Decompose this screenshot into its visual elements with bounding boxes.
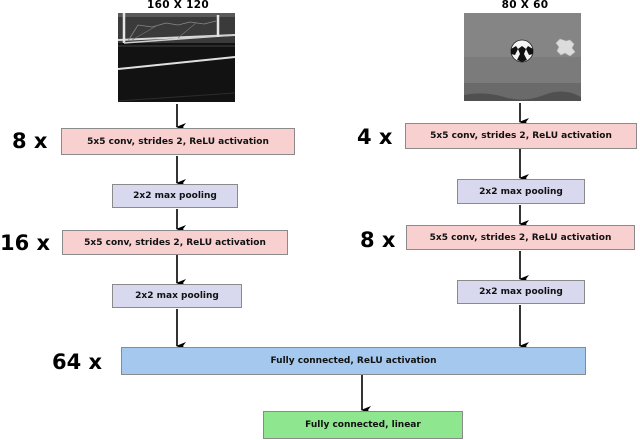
- left-input-image: [118, 13, 235, 102]
- left-input-title: 160 X 120: [147, 0, 209, 11]
- right-input-image: [464, 13, 581, 101]
- left-conv2-block: 5x5 conv, strides 2, ReLU activation: [62, 230, 288, 255]
- fc-linear-block: Fully connected, linear: [263, 411, 463, 439]
- left-conv1-block: 5x5 conv, strides 2, ReLU activation: [61, 128, 295, 155]
- right-conv1-block: 5x5 conv, strides 2, ReLU activation: [405, 123, 637, 149]
- right-input-title: 80 X 60: [501, 0, 549, 11]
- right-conv2-multiplier: 8 x: [360, 228, 396, 252]
- left-pool2-block: 2x2 max pooling: [112, 284, 242, 308]
- left-conv2-multiplier: 16 x: [0, 231, 51, 255]
- right-pool2-block: 2x2 max pooling: [457, 280, 585, 304]
- fc-relu-block: Fully connected, ReLU activation: [121, 347, 586, 375]
- left-pool1-block: 2x2 max pooling: [112, 184, 238, 208]
- fc-multiplier: 64 x: [52, 350, 103, 374]
- left-conv1-multiplier: 8 x: [12, 129, 48, 153]
- right-conv1-multiplier: 4 x: [357, 125, 393, 149]
- right-conv2-block: 5x5 conv, strides 2, ReLU activation: [406, 225, 635, 250]
- right-pool1-block: 2x2 max pooling: [457, 179, 585, 204]
